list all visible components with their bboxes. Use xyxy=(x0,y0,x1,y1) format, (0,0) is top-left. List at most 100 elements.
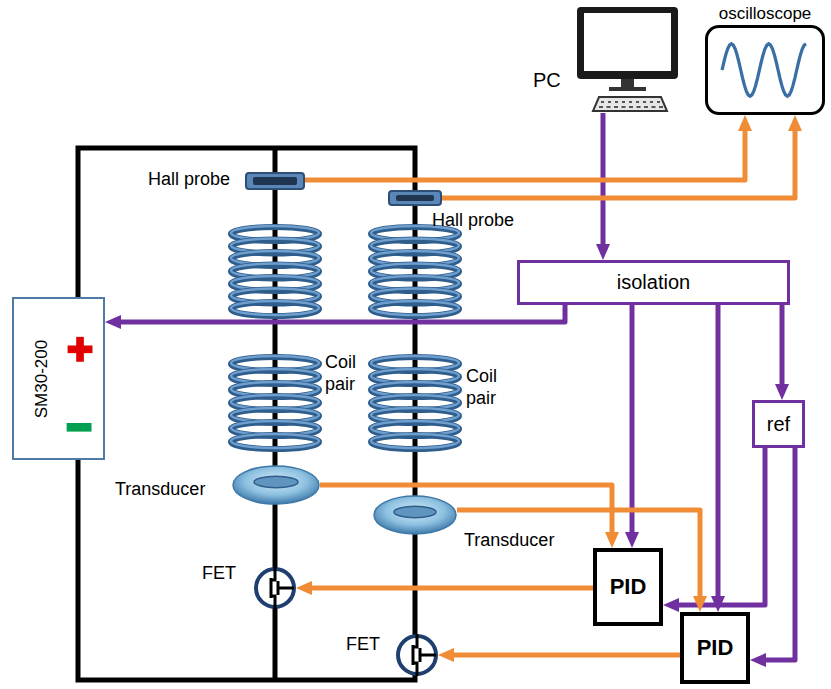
coil-winding xyxy=(231,302,319,316)
key xyxy=(657,101,660,103)
hall-icon xyxy=(388,190,442,206)
coil-label: Coil pair xyxy=(325,352,369,395)
key xyxy=(622,106,626,108)
control-signal-arrow xyxy=(780,305,785,390)
node-label: Transducer xyxy=(464,530,554,551)
current-transducer: Transducer xyxy=(232,465,320,505)
key xyxy=(629,106,633,108)
coil xyxy=(231,226,319,316)
node-label: ref xyxy=(767,413,790,436)
node-label: oscilloscope xyxy=(708,4,822,24)
minus-terminal xyxy=(67,423,92,432)
hall-probe-sensor xyxy=(396,195,434,201)
measurement-signal-arrow xyxy=(442,125,795,198)
torus-icon xyxy=(373,495,457,535)
control-signal-arrow xyxy=(630,305,635,538)
key xyxy=(644,106,648,108)
node-label: isolation xyxy=(617,271,690,294)
key xyxy=(652,106,656,108)
coil-winding-highlight xyxy=(371,434,459,448)
node-label: PC xyxy=(533,69,561,92)
monitor-screen xyxy=(584,13,671,71)
coil xyxy=(371,226,459,316)
key xyxy=(601,101,604,103)
osc-icon xyxy=(708,28,822,112)
node-label: PID xyxy=(697,635,734,660)
current-transducer: Transducer xyxy=(373,495,457,535)
torus-body xyxy=(233,466,319,504)
key xyxy=(629,101,632,103)
control-signal-arrow xyxy=(716,305,721,602)
hall-probe-body xyxy=(246,173,304,189)
hall-icon xyxy=(245,172,305,190)
fet-symbol: FET xyxy=(396,634,438,676)
coil xyxy=(231,356,319,449)
node-label: Hall probe xyxy=(148,169,230,190)
coil xyxy=(371,356,459,449)
wire xyxy=(78,148,415,680)
key xyxy=(614,106,618,108)
fet-gate-lead xyxy=(278,587,294,590)
fet-icon xyxy=(396,634,438,676)
hall-probe: Hall probe xyxy=(245,172,305,190)
key xyxy=(659,106,663,108)
keyboard xyxy=(593,97,667,111)
node-label: Transducer xyxy=(115,479,205,500)
fet-drain xyxy=(413,634,417,647)
control-signal-arrow xyxy=(115,305,565,322)
key xyxy=(599,106,603,108)
torus-icon xyxy=(232,465,320,505)
key xyxy=(615,101,618,103)
sine-wave xyxy=(722,44,806,96)
oscilloscope-box: oscilloscope xyxy=(705,25,825,115)
key xyxy=(636,101,639,103)
node-label: PID xyxy=(610,574,647,599)
coil-winding xyxy=(371,302,459,316)
fet-symbol xyxy=(413,634,436,676)
node-label: FET xyxy=(346,634,380,655)
coil-winding xyxy=(371,435,459,449)
measurement-signal-arrow xyxy=(305,125,745,180)
pc-icon: PC xyxy=(575,5,680,113)
key xyxy=(608,101,611,103)
coil-pairs xyxy=(231,226,459,449)
coil-winding-highlight xyxy=(231,434,319,448)
hall-probe-body xyxy=(389,191,441,205)
psu-icon xyxy=(14,299,103,458)
coil-label: Coil pair xyxy=(466,366,510,409)
pid-box: PID xyxy=(593,548,663,626)
black-wires xyxy=(78,148,415,680)
fet-icon xyxy=(254,567,296,609)
node-label: FET xyxy=(202,563,236,584)
torus-hole xyxy=(394,506,436,517)
coil-winding-highlight xyxy=(371,301,459,315)
fet-symbol: FET xyxy=(254,567,296,609)
control-signal-arrow xyxy=(673,448,765,605)
key xyxy=(607,106,611,108)
fet-source xyxy=(271,596,275,609)
isolation-box: isolation xyxy=(517,260,790,305)
pid-box: PID xyxy=(680,612,750,684)
coil-winding-highlight xyxy=(231,301,319,315)
pc-icon xyxy=(575,5,680,113)
node-label: Hall probe xyxy=(432,210,514,231)
fet-gate-lead xyxy=(420,654,436,657)
fet-drain xyxy=(271,567,275,580)
fet-symbol xyxy=(271,567,294,609)
monitor-stand xyxy=(621,79,634,87)
key xyxy=(643,101,646,103)
monitor-frame xyxy=(577,7,678,79)
torus-body xyxy=(374,496,456,534)
node-label: SM30-200 xyxy=(32,339,52,417)
fet-source xyxy=(413,663,417,676)
hall-probe-sensor xyxy=(253,177,297,185)
plus-terminal xyxy=(76,337,84,362)
torus-hole xyxy=(254,476,298,487)
control-signal-arrow xyxy=(760,448,795,660)
measurement-signal-arrow xyxy=(448,653,680,658)
key xyxy=(650,101,653,103)
key xyxy=(637,106,641,108)
measurement-signal-arrow xyxy=(306,586,593,591)
power-supply-box: SM30-200 xyxy=(12,297,105,460)
coil-winding xyxy=(231,435,319,449)
